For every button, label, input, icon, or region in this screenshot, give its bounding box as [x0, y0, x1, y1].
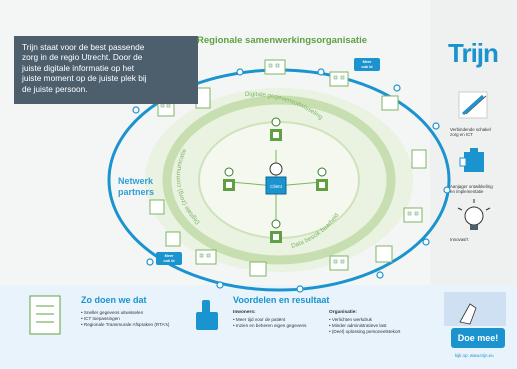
- intro-line-3: juiste digitale informatie op het: [22, 62, 135, 73]
- thumbs-up-icon: [196, 300, 218, 330]
- residents-bullet: • Inzien en beheren eigen gegevens: [233, 323, 307, 328]
- network-label-line-1: Netwerk: [118, 176, 154, 186]
- professional-right: [316, 167, 328, 191]
- caption-development-driver-line-2: en implementatie: [450, 189, 484, 195]
- more-info-badge-left-line-2: ook bi: [163, 258, 175, 263]
- network-label-line-2: partners: [118, 187, 155, 197]
- caption-innovation: Innovasi't: [450, 237, 510, 242]
- lightbulb-icon: [457, 199, 491, 230]
- bottom-band: [0, 285, 517, 369]
- sidebar-background: [430, 0, 517, 285]
- trijn-logo: Trijn: [448, 38, 499, 68]
- intro-text-box: Trijn staat voor de best passende zorg i…: [14, 36, 198, 104]
- intro-line-1: Trijn staat voor de best passende: [22, 42, 145, 52]
- more-info-badge-top-line-2: ook bi: [361, 64, 373, 69]
- ring-nodes: [132, 68, 451, 293]
- professional-left: [223, 167, 235, 191]
- caption-connecting-link-line-1: Verbindende schakel: [450, 127, 491, 132]
- intro-line-2: zorg in de regio Utrecht. Door de: [22, 52, 143, 63]
- diagram-title: Regionale samenwerkingsorganisatie: [197, 35, 368, 46]
- residents-bullet: • Meer tijd voor de patiënt: [233, 317, 286, 322]
- more-info-badge-top[interactable]: Meer ook bi: [354, 58, 380, 72]
- intro-line-5: de juiste persoon.: [22, 83, 88, 94]
- pointing-hand-icon: [444, 292, 506, 326]
- more-info-badge-left[interactable]: Meer ook bi: [156, 252, 182, 266]
- puzzle-piece-icon: [459, 148, 484, 172]
- professional-bottom: [270, 219, 282, 243]
- organisation-bullet: • (Deel) oplossing personeelstekort: [329, 329, 401, 334]
- more-info-badge-top-line-1: Meer: [362, 60, 372, 64]
- building-windows: [160, 63, 419, 264]
- how-section-title: Zo doen we dat: [81, 295, 147, 305]
- how-bullet: • Regionale Transmurale Afspraken (RTA's…: [81, 322, 170, 327]
- organisation-bullet: • Verlichten werkdruk: [329, 317, 372, 322]
- caption-innovation-line-1: Innovasi't: [450, 237, 469, 242]
- intro-line-4: juiste moment op de juiste plek bij: [22, 73, 147, 84]
- partner-buildings: [149, 59, 427, 277]
- residents-heading: Inwoners:: [233, 310, 256, 315]
- network-partners-label: Netwerk partners: [118, 176, 154, 198]
- how-bullet-list: • Sneller gegevens uitwisselen • ICT toe…: [81, 310, 169, 328]
- caption-connecting-link-line-2: zorg en ICT: [450, 132, 473, 138]
- checklist-icon: [29, 295, 61, 335]
- caption-development-driver-line-1: Aanjager ontwikkeling: [450, 184, 493, 189]
- client-label: Cliënt: [270, 184, 282, 189]
- results-section-title: Voordelen en resultaat: [233, 295, 330, 305]
- organisation-bullet-list: • Verlichten werkdruk • Minder administr…: [329, 317, 400, 335]
- exchange-ring: [162, 95, 396, 265]
- residents-bullet-list: • Meer tijd voor de patiënt • Inzien en …: [233, 317, 306, 329]
- join-button[interactable]: Doe mee!: [451, 328, 505, 348]
- chain-link-icon: [458, 91, 488, 119]
- website-link[interactable]: kijk op: www.trijn.eu: [455, 353, 494, 358]
- care-professionals: [223, 117, 328, 243]
- client-figure: Cliënt: [265, 162, 287, 195]
- organisation-heading: Organisatie:: [329, 310, 357, 315]
- more-info-badge-left-line-1: Meer: [164, 254, 174, 258]
- professional-top: [270, 117, 282, 141]
- how-bullet: • Sneller gegevens uitwisselen: [81, 310, 144, 315]
- how-bullet: • ICT toepassingen: [81, 316, 120, 321]
- organisation-bullet: • Minder administratieve last: [329, 323, 387, 328]
- caption-development-driver: Aanjager ontwikkeling en implementatie: [450, 184, 510, 195]
- caption-connecting-link: Verbindende schakel zorg en ICT: [450, 127, 510, 138]
